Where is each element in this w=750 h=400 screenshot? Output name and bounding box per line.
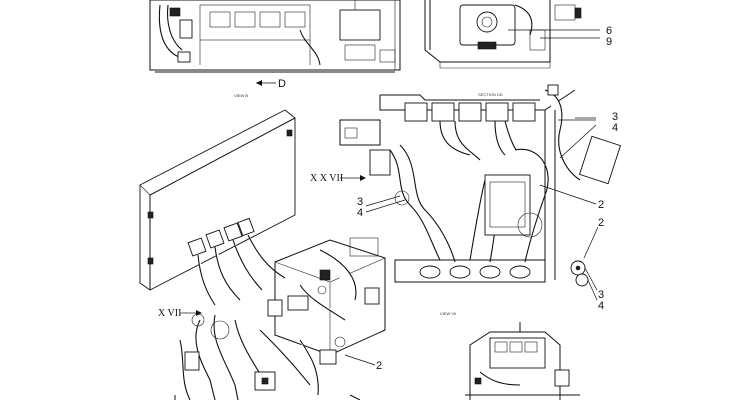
callout-4a: 4 [612, 122, 618, 134]
callout-2b: 2 [598, 217, 604, 229]
view-arrow-d: D [256, 78, 286, 90]
callout-right-2a: 2 [539, 184, 604, 211]
view-vii-drawing [339, 84, 622, 283]
callout-4-mid: 4 [357, 207, 363, 219]
detail-2-3-4: 2 3 4 [570, 217, 604, 312]
callout-4b: 4 [598, 300, 604, 312]
view-b-caption: VIEW B [234, 93, 248, 98]
section-dd-drawing [424, 0, 582, 69]
connectors-main [187, 217, 286, 306]
ref-xvii-label: X VII [158, 308, 181, 319]
ref-xxvii-label: X X VII [310, 173, 343, 184]
callout-bottom-2: 2 [344, 354, 382, 372]
callout-2a: 2 [598, 199, 604, 211]
controller-box [139, 109, 296, 291]
engine-block [267, 237, 386, 356]
lower-harness [174, 313, 361, 400]
view-vii-caption: VIEW VII [440, 311, 456, 316]
callout-3b: 3 [598, 289, 604, 301]
arrow-d-label: D [278, 78, 286, 90]
callout-9: 9 [606, 36, 612, 48]
callouts-right-3-4: 3 4 [558, 111, 618, 159]
callouts-6-9: 6 9 [508, 25, 612, 48]
section-dd-caption: SECTION DD [478, 92, 503, 97]
bottom-right-partial [465, 322, 580, 400]
view-b-drawing [149, 0, 401, 73]
callout-3a: 3 [612, 111, 618, 123]
ref-xvii: X VII [158, 308, 202, 319]
ref-xxvii: X X VII [310, 173, 366, 184]
callout-2-bottom: 2 [376, 360, 382, 372]
callout-3-mid: 3 [357, 196, 363, 208]
callout-6: 6 [606, 25, 612, 37]
callouts-mid-3-4: 3 4 [357, 195, 406, 219]
